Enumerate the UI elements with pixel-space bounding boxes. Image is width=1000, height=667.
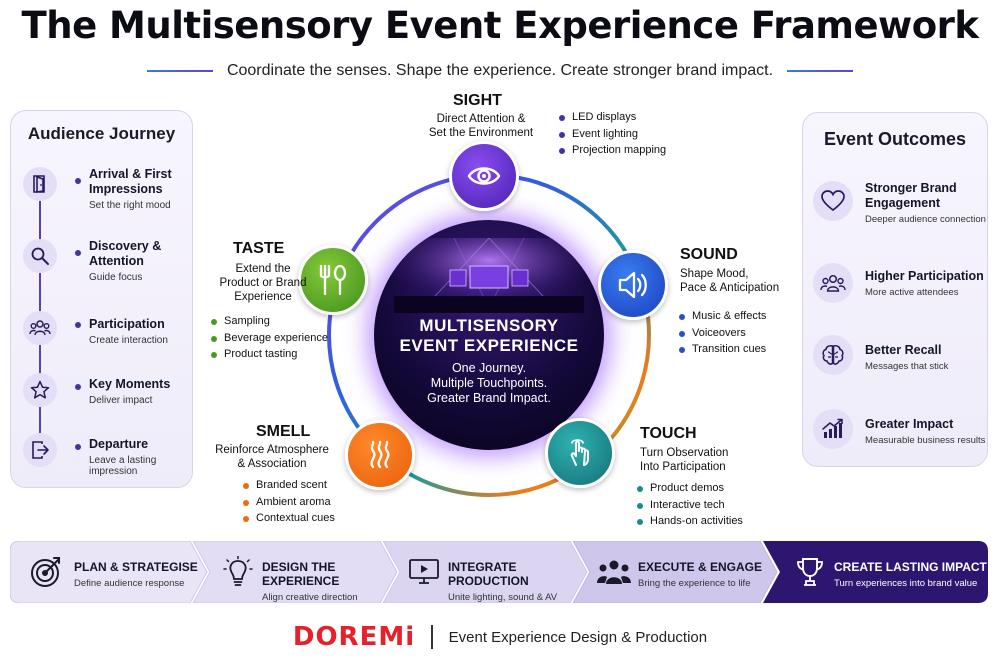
sight-heading: SIGHT [453, 92, 502, 109]
star-icon [23, 373, 57, 407]
speaker-icon [618, 271, 647, 299]
target-icon [28, 554, 64, 590]
smell-bullets: Branded scent Ambient aroma Contextual c… [242, 479, 335, 529]
list-item: Sampling [210, 315, 328, 327]
center-stage-circle: MULTISENSORY EVENT EXPERIENCE One Journe… [374, 220, 604, 450]
growth-chart-icon [813, 409, 853, 449]
subtitle: Coordinate the senses. Shape the experie… [226, 62, 774, 79]
taste-heading: TASTE [233, 240, 285, 257]
brain-icon [813, 335, 853, 375]
audience-journey-panel: Audience Journey Arrival & First Impress… [10, 110, 193, 488]
footer-divider [431, 625, 433, 649]
touch-description: Turn Observation Into Participation [640, 447, 729, 473]
list-item: Music & effects [678, 310, 766, 322]
subtitle-rule-left [146, 70, 213, 72]
sound-heading: SOUND [680, 246, 738, 263]
journey-dot [75, 384, 81, 390]
team-icon [596, 554, 632, 590]
process-chevrons [10, 541, 988, 603]
touch-heading: TOUCH [640, 425, 697, 442]
exit-icon [23, 433, 57, 467]
taste-description: Extend the Product or Brand Experience [219, 263, 307, 303]
list-item: Contextual cues [242, 512, 335, 524]
trophy-icon [792, 554, 828, 590]
sight-description: Direct Attention & Set the Environment [428, 113, 534, 139]
center-title: MULTISENSORY EVENT EXPERIENCE [399, 316, 579, 355]
smell-node [345, 420, 415, 490]
eye-icon [467, 167, 501, 185]
list-item: Product demos [636, 482, 743, 494]
list-item: Hands-on activities [636, 515, 743, 527]
list-item: Interactive tech [636, 499, 743, 511]
group-icon [23, 311, 57, 345]
aroma-icon [370, 440, 390, 469]
list-item: Branded scent [242, 479, 335, 491]
sound-bullets: Music & effects Voiceovers Transition cu… [678, 310, 766, 360]
touch-bullets: Product demos Interactive tech Hands-on … [636, 482, 743, 532]
footer-tagline: Event Experience Design & Production [448, 628, 708, 646]
page-title: The Multisensory Event Experience Framew… [21, 4, 979, 47]
process-step-bg [572, 541, 778, 603]
list-item: Projection mapping [558, 144, 666, 156]
fork-spoon-icon [319, 264, 347, 296]
monitor-play-icon [406, 554, 442, 590]
journey-dot [75, 250, 81, 256]
sound-node [598, 250, 668, 320]
taste-node [298, 245, 368, 315]
process-step-bg [763, 541, 988, 603]
smell-heading: SMELL [256, 423, 311, 440]
list-item: Voiceovers [678, 327, 766, 339]
magnifier-icon [23, 239, 57, 273]
lightbulb-icon [220, 554, 256, 590]
center-subtitle: One Journey. Multiple Touchpoints. Great… [427, 361, 551, 405]
list-item: Ambient aroma [242, 496, 335, 508]
list-item: Event lighting [558, 128, 666, 140]
process-step-bg [382, 541, 588, 603]
list-item: Beverage experience [210, 332, 328, 344]
audience-journey-title: Audience Journey [27, 124, 176, 143]
stage-illustration [394, 238, 584, 313]
smell-description: Reinforce Atmosphere & Association [215, 444, 329, 470]
list-item: Transition cues [678, 343, 766, 355]
brand-logo: DOREMi [292, 622, 416, 652]
journey-dot [75, 322, 81, 328]
footer: DOREMi Event Experience Design & Product… [0, 622, 1000, 652]
journey-dot [75, 444, 81, 450]
people-icon [813, 263, 853, 303]
touch-node [545, 418, 615, 488]
door-icon [23, 167, 57, 201]
sight-node [449, 141, 519, 211]
event-outcomes-title: Event Outcomes [823, 129, 967, 149]
process-step-bg [192, 541, 398, 603]
subtitle-row: Coordinate the senses. Shape the experie… [0, 62, 1000, 80]
hand-tap-icon [570, 439, 589, 466]
taste-bullets: Sampling Beverage experience Product tas… [210, 315, 328, 365]
sight-bullets: LED displays Event lighting Projection m… [558, 111, 666, 161]
event-outcomes-panel: Event Outcomes Stronger Brand Engagement… [802, 112, 988, 467]
subtitle-rule-right [787, 70, 854, 72]
list-item: Product tasting [210, 348, 328, 360]
list-item: LED displays [558, 111, 666, 123]
heart-icon [813, 181, 853, 221]
sound-description: Shape Mood, Pace & Anticipation [680, 268, 780, 294]
journey-dot [75, 178, 81, 184]
